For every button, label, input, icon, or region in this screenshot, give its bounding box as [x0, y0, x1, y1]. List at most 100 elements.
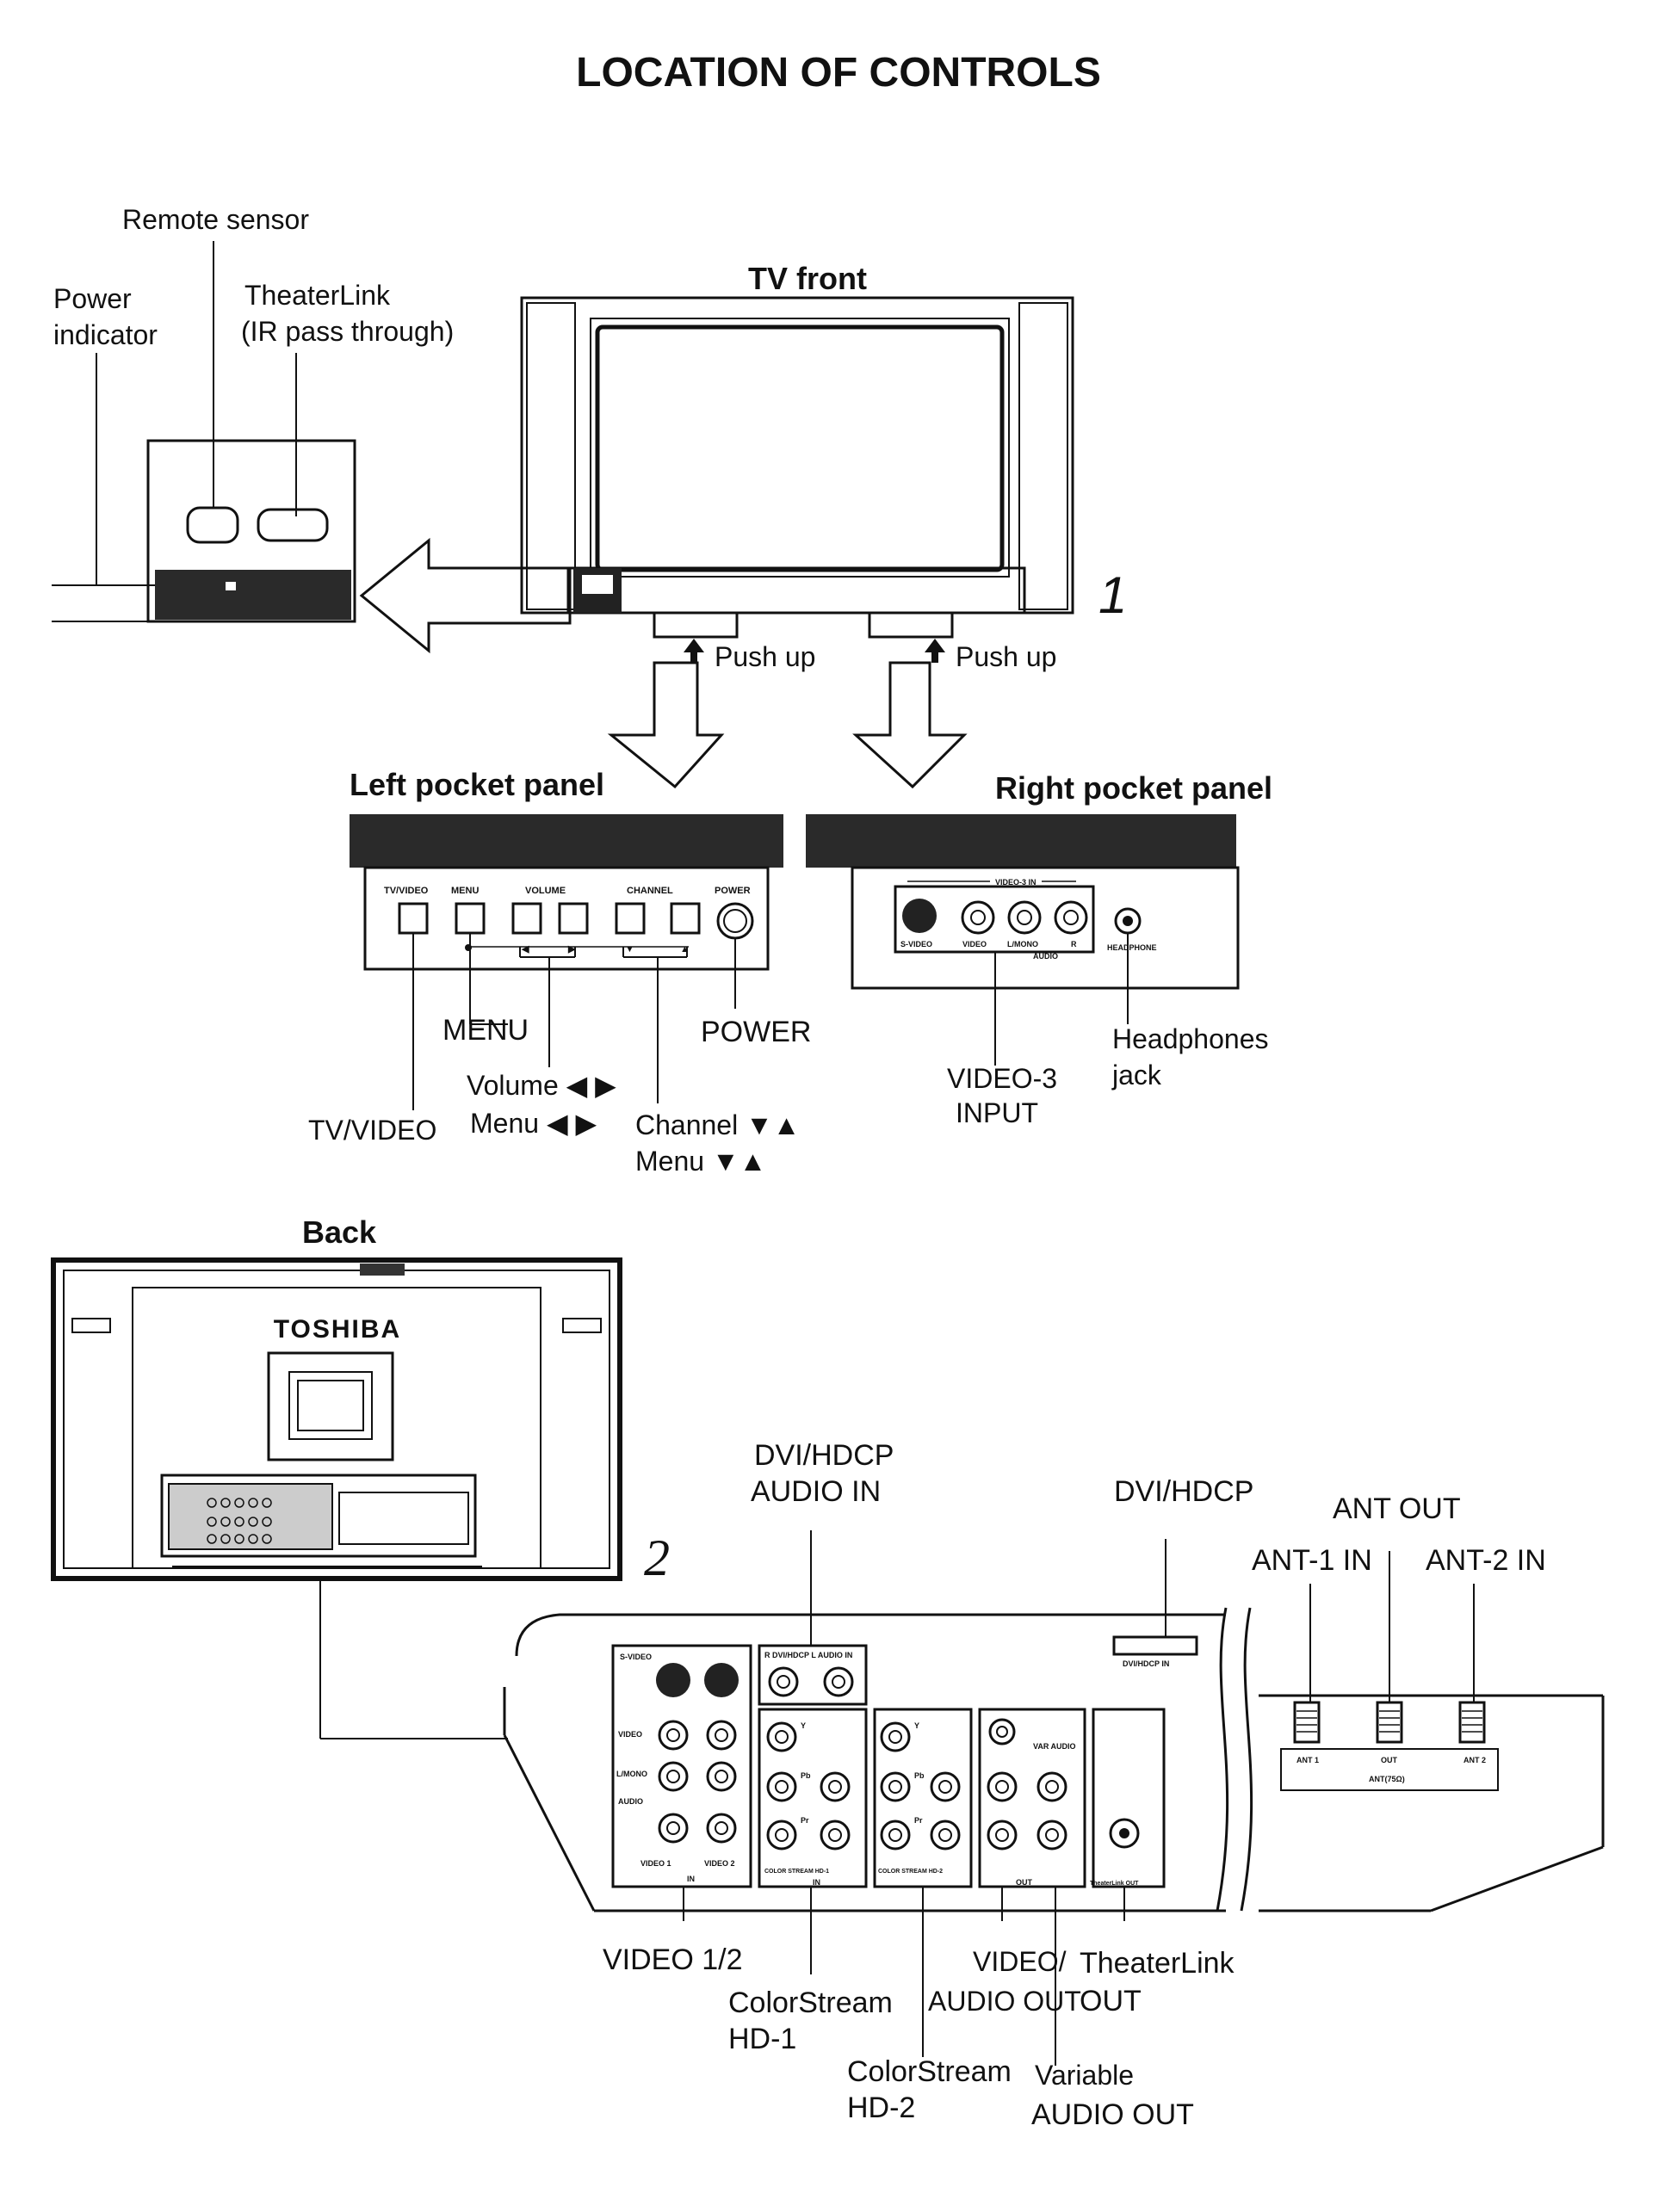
panel-text-y-hd2: Y	[914, 1721, 919, 1730]
panel-text-channel: CHANNEL	[627, 886, 673, 896]
callout-theaterlink-out-line1: TheaterLink	[1080, 1947, 1235, 1980]
panel-text-y-hd1: Y	[801, 1721, 806, 1730]
audio-out-r-jack[interactable]	[987, 1820, 1018, 1851]
hd1-audio-r-jack[interactable]	[820, 1820, 851, 1851]
panel-text-audio-back: AUDIO	[618, 1797, 643, 1806]
arrow-up-glyph: ▲	[680, 944, 690, 955]
panel-text-l-mono: L/MONO	[1007, 940, 1038, 948]
callout-colorstream-hd2-line2: HD-2	[847, 2092, 915, 2124]
panel-text-in-2: IN	[813, 1878, 820, 1887]
callout-volume-menu: Menu ◀ ▶	[470, 1108, 597, 1139]
panel-text-pr-hd2: Pr	[914, 1816, 923, 1825]
panel-text-r: R	[1071, 940, 1077, 948]
hd1-y-jack[interactable]	[766, 1721, 797, 1752]
panel-text-ant-75: ANT(75Ω)	[1369, 1775, 1405, 1783]
panel-text-in-1: IN	[687, 1875, 695, 1883]
dvi-hdcp-connector[interactable]	[1112, 1635, 1198, 1656]
audio-out-l-jack[interactable]	[987, 1771, 1018, 1802]
panel-text-dvi-audio-in: R DVI/HDCP L AUDIO IN	[764, 1651, 852, 1659]
panel-text-l-mono-back: L/MONO	[616, 1770, 647, 1778]
ant-out-connector[interactable]	[1376, 1701, 1403, 1744]
panel-text-pb-hd1: Pb	[801, 1771, 811, 1780]
tv-video-button[interactable]	[398, 902, 429, 935]
video3-audio-r-jack[interactable]	[1054, 900, 1088, 935]
hd2-audio-r-jack[interactable]	[930, 1820, 961, 1851]
dvi-audio-l-jack[interactable]	[823, 1666, 854, 1697]
channel-up-button[interactable]	[670, 902, 701, 935]
panel-text-color-stream-hd1: COLOR STREAM HD-1	[764, 1869, 829, 1875]
callout-dvi-audio-line2: AUDIO IN	[751, 1475, 881, 1508]
video1-s-video-jack[interactable]	[656, 1663, 690, 1697]
panel-text-audio: AUDIO	[1033, 952, 1058, 961]
left-pocket-door	[653, 611, 739, 639]
volume-up-button[interactable]	[558, 902, 589, 935]
video1-audio-r-jack[interactable]	[658, 1813, 689, 1844]
callout-volume: Volume ◀ ▶	[467, 1070, 616, 1101]
video3-video-jack[interactable]	[961, 900, 995, 935]
callout-theaterlink-out-line2: OUT	[1080, 1985, 1142, 2017]
hd1-pb-jack[interactable]	[766, 1771, 797, 1802]
panel-text-menu: MENU	[451, 886, 479, 896]
dvi-audio-r-jack[interactable]	[768, 1666, 799, 1697]
callout-video12: VIDEO 1/2	[603, 1943, 743, 1976]
ant2-in-connector[interactable]	[1458, 1701, 1486, 1744]
hd2-pr-jack[interactable]	[880, 1820, 911, 1851]
callout-menu: MENU	[442, 1014, 529, 1047]
menu-button[interactable]	[455, 902, 486, 935]
callout-ant-out: ANT OUT	[1333, 1492, 1461, 1525]
video1-audio-l-jack[interactable]	[658, 1761, 689, 1792]
left-pocket-panel: Left pocket panel TV/VIDEO MENU VOLUME C…	[308, 767, 811, 1177]
hd1-audio-l-jack[interactable]	[820, 1771, 851, 1802]
panel-text-s-video: S-VIDEO	[900, 940, 932, 948]
video-out-jack[interactable]	[988, 1718, 1016, 1746]
panel-text-dvi-hdcp-in: DVI/HDCP IN	[1123, 1659, 1169, 1668]
theaterlink-window	[257, 508, 329, 542]
video2-audio-r-jack[interactable]	[706, 1813, 737, 1844]
figure-number-2: 2	[644, 1529, 670, 1586]
callout-headphones-line2: jack	[1111, 1060, 1162, 1091]
theaterlink-out-jack[interactable]	[1109, 1818, 1140, 1849]
callout-colorstream-hd2-line1: ColorStream	[847, 2055, 1012, 2088]
video1-video-jack[interactable]	[658, 1720, 689, 1751]
callout-channel-menu: Menu ▼▲	[635, 1146, 766, 1177]
arrow-right-glyph: ▶	[567, 944, 576, 955]
antenna-connectors: ANT 1 OUT ANT 2 ANT(75Ω)	[1280, 1701, 1499, 1791]
hd2-audio-l-jack[interactable]	[930, 1771, 961, 1802]
callout-channel: Channel ▼▲	[635, 1109, 800, 1140]
label-power-indicator-line2: indicator	[53, 319, 158, 350]
page-title: LOCATION OF CONTROLS	[576, 50, 1101, 96]
hd2-y-jack[interactable]	[880, 1721, 911, 1752]
panel-text-color-stream-hd2: COLOR STREAM HD-2	[878, 1869, 943, 1875]
volume-down-button[interactable]	[511, 902, 542, 935]
panel-text-video1: VIDEO 1	[640, 1859, 671, 1868]
arrow-to-right-pocket	[852, 661, 968, 789]
label-theaterlink-line1: TheaterLink	[244, 280, 391, 311]
panel-text-power: POWER	[715, 886, 751, 896]
video3-audio-l-jack[interactable]	[1007, 900, 1042, 935]
panel-text-video-back: VIDEO	[618, 1730, 642, 1739]
tv-front: TV front 1 Push up Push up	[520, 261, 1127, 789]
video2-s-video-jack[interactable]	[704, 1663, 739, 1697]
callout-variable-audio-line1: Variable	[1035, 2060, 1134, 2091]
video3-s-video-jack[interactable]	[902, 899, 937, 933]
label-theaterlink-line2: (IR pass through)	[241, 316, 454, 347]
callout-headphones-line1: Headphones	[1112, 1023, 1268, 1054]
callout-colorstream-hd1-line1: ColorStream	[728, 1986, 893, 2019]
hd2-pb-jack[interactable]	[880, 1771, 911, 1802]
back-small-jacks	[207, 1498, 272, 1544]
panel-text-video3-in: VIDEO-3 IN	[995, 878, 1037, 887]
ant1-in-connector[interactable]	[1293, 1701, 1321, 1744]
panel-text-out: OUT	[1016, 1878, 1033, 1887]
video2-audio-l-jack[interactable]	[706, 1761, 737, 1792]
panel-text-theaterlink-out: TheaterLink OUT	[1090, 1881, 1139, 1887]
channel-down-button[interactable]	[615, 902, 646, 935]
var-audio-l-jack[interactable]	[1037, 1771, 1067, 1802]
callout-video3-line1: VIDEO-3	[947, 1063, 1057, 1094]
inset-pointer-arrow	[359, 537, 572, 654]
video2-video-jack[interactable]	[706, 1720, 737, 1751]
callout-power: POWER	[701, 1016, 811, 1048]
hd1-pr-jack[interactable]	[766, 1820, 797, 1851]
var-audio-r-jack[interactable]	[1037, 1820, 1067, 1851]
back-heading: Back	[302, 1214, 377, 1250]
arrow-to-left-pocket	[607, 661, 725, 789]
